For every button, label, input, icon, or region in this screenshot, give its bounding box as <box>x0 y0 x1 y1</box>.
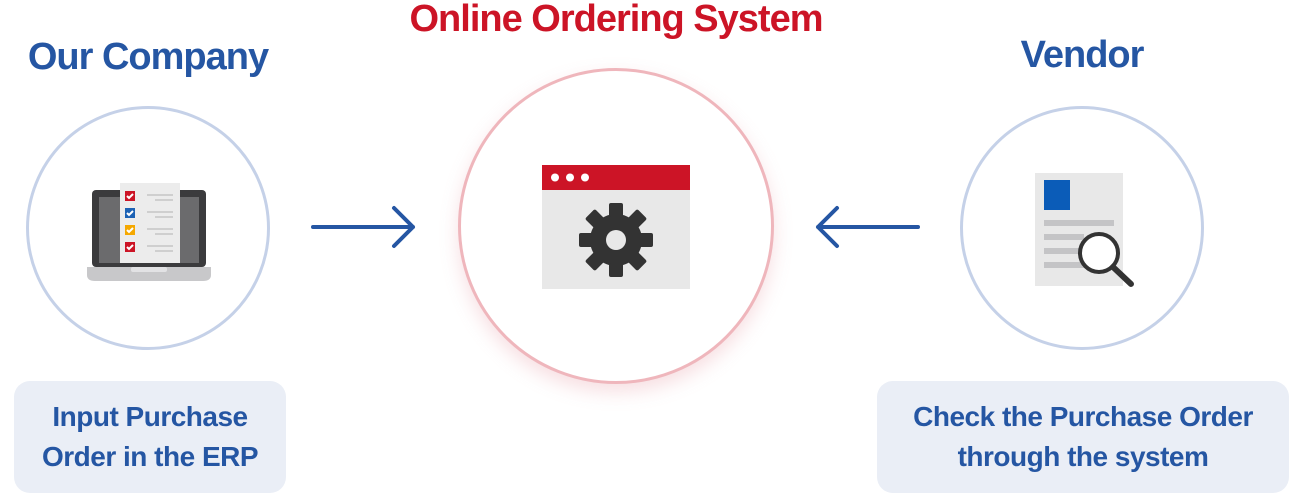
label-line: Check the Purchase Order <box>913 401 1253 432</box>
our-company-circle <box>26 106 270 350</box>
vendor-title: Vendor <box>1020 34 1145 76</box>
online-ordering-system-title: Online Ordering System <box>409 0 824 40</box>
label-line: through the system <box>957 441 1209 472</box>
vendor-step-label: Check the Purchase Order through the sys… <box>877 381 1289 493</box>
our-company-step-label: Input Purchase Order in the ERP <box>14 381 286 493</box>
arrow-right-icon <box>311 206 415 248</box>
laptop-checklist-icon <box>87 183 211 281</box>
online-ordering-system-circle <box>458 68 774 384</box>
browser-gear-icon <box>542 165 690 289</box>
label-line: Order in the ERP <box>41 441 259 472</box>
label-line: Input Purchase <box>52 401 248 432</box>
vendor-circle <box>960 106 1204 350</box>
our-company-title: Our Company <box>27 36 269 78</box>
arrow-left-icon <box>816 206 920 248</box>
document-search-icon <box>1035 173 1134 287</box>
